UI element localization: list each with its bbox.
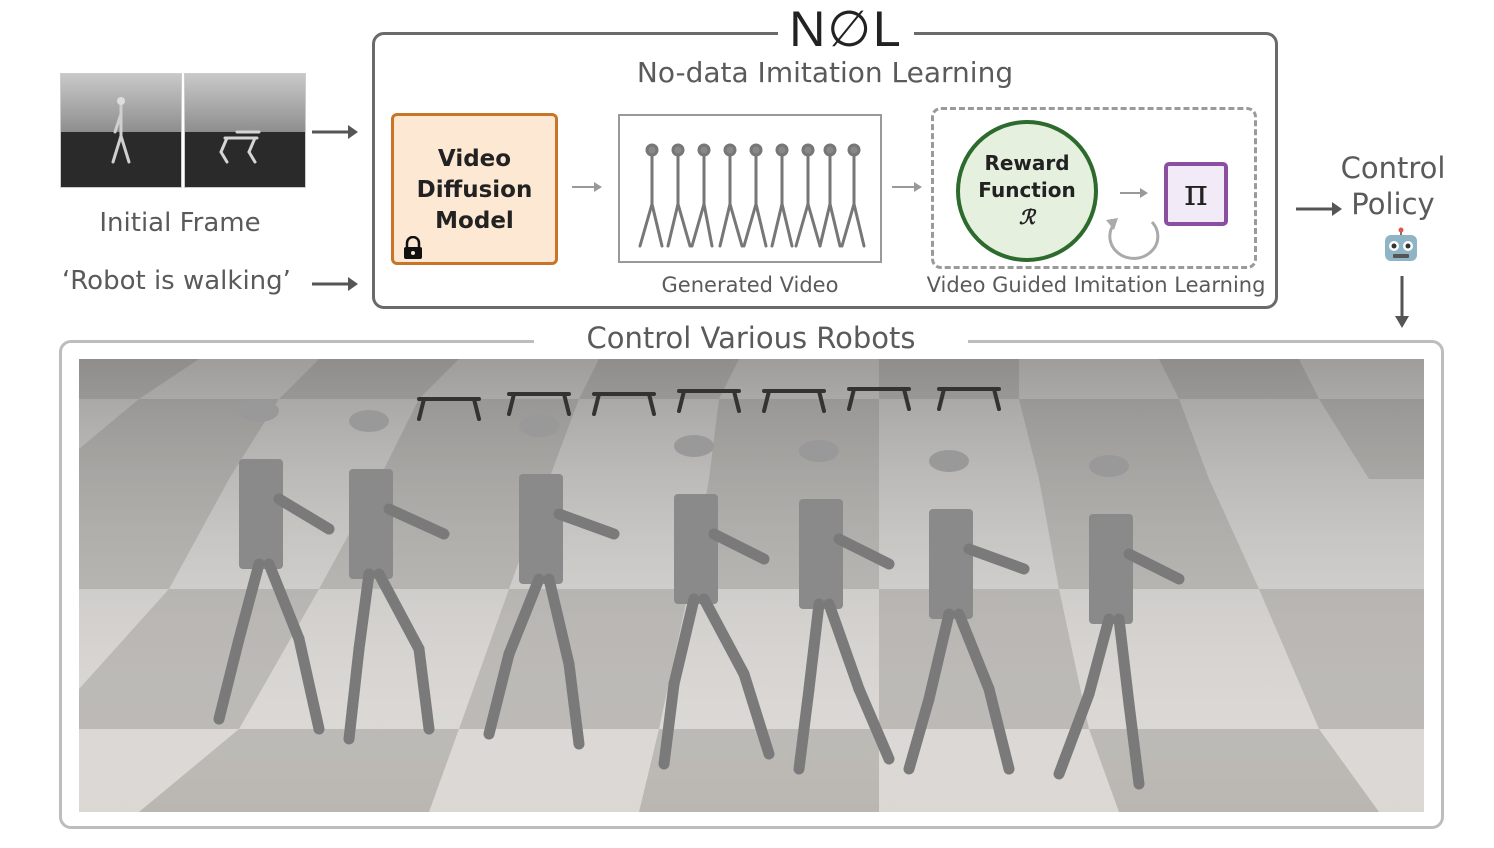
initial-frame-quadruped xyxy=(184,73,306,188)
vdm-line2: Diffusion xyxy=(416,177,533,203)
robots-panel-title: Control Various Robots xyxy=(534,321,968,355)
arrow-right-icon xyxy=(1120,188,1148,198)
logo: N∅L xyxy=(778,2,914,56)
robots-render xyxy=(79,359,1424,812)
imitation-label: Video Guided Imitation Learning xyxy=(926,273,1266,297)
loop-arrow-icon xyxy=(1106,218,1160,260)
control-policy-line1: Control xyxy=(1340,151,1446,185)
pipeline-title: No-data Imitation Learning xyxy=(636,56,1014,89)
arrow-right-icon xyxy=(312,277,358,291)
reward-symbol: ℛ xyxy=(1019,205,1035,229)
arrow-right-icon xyxy=(892,182,922,192)
lock-icon xyxy=(404,236,422,259)
checkerboard-floor xyxy=(79,359,1424,812)
quadruped-thumbnail-icon xyxy=(219,130,261,164)
imitation-learning-box xyxy=(931,107,1257,269)
control-policy-line2: Policy xyxy=(1351,187,1435,221)
humanoid-robots-icon xyxy=(213,400,1185,790)
initial-frame-humanoid xyxy=(60,73,182,188)
generated-video-label: Generated Video xyxy=(661,273,839,297)
arrow-down-icon xyxy=(1395,276,1409,328)
quadruped-robots-icon xyxy=(417,387,1001,421)
humanoid-thumbnail-icon xyxy=(111,97,131,164)
generated-video-frame xyxy=(618,114,882,263)
arrow-right-icon xyxy=(312,125,358,139)
vdm-line1: Video xyxy=(437,146,512,172)
arrow-right-icon xyxy=(1296,202,1342,216)
policy-box: π xyxy=(1164,162,1228,226)
initial-frame-label: Initial Frame xyxy=(99,208,261,238)
video-diffusion-model-box: Video Diffusion Model xyxy=(391,113,558,265)
vdm-line3: Model xyxy=(435,208,514,234)
prompt-label: ‘Robot is walking’ xyxy=(62,266,291,296)
reward-function-circle: Reward Function ℛ xyxy=(956,120,1098,262)
reward-line1: Reward xyxy=(984,151,1070,175)
reward-line2: Function xyxy=(978,178,1076,202)
walking-robot-sequence-icon xyxy=(638,143,866,248)
arrow-right-icon xyxy=(572,182,602,192)
robot-face-icon xyxy=(1385,227,1417,261)
